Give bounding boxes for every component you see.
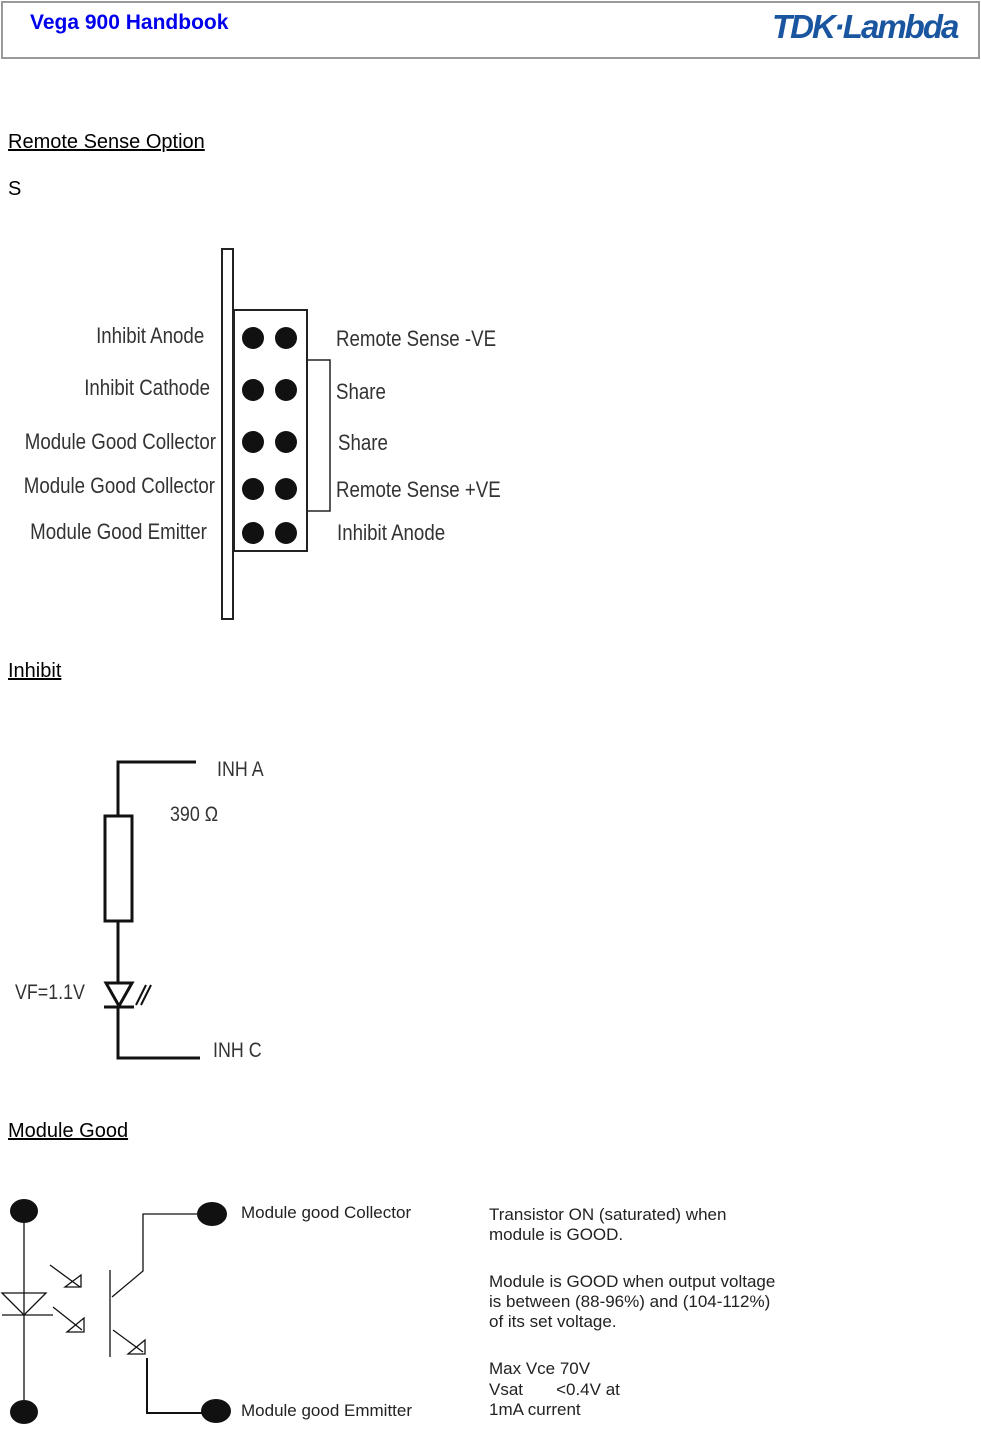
pin-label-left: Inhibit Cathode [84,375,210,400]
emitter-label: Module good Emmitter [241,1401,413,1420]
pin-label-right: Share [336,379,386,404]
module-good-terminals [10,1199,231,1424]
vf-label: VF=1.1V [15,981,85,1004]
pin-label-right: Remote Sense -VE [336,326,497,351]
pin-label-left: Inhibit Anode [95,323,204,348]
inhibit-heading: Inhibit [8,660,62,682]
module-good-heading: Module Good [8,1120,129,1142]
pin-label-left: Module Good Emitter [30,519,207,544]
pin-label-right: Inhibit Anode [337,520,446,545]
note: Vsat <0.4V at [489,1380,620,1399]
inh-a-label: INH A [217,758,264,781]
note: Transistor ON (saturated) when [489,1205,727,1224]
note: is between (88-96%) and (104-112%) [489,1292,771,1311]
note: Module is GOOD when output voltage [489,1272,776,1291]
s-text: S [8,178,22,200]
connector-pins [242,327,297,544]
note: of its set voltage. [489,1312,617,1331]
note: Max Vce 70V [489,1359,591,1378]
inh-c-label: INH C [213,1039,262,1062]
tdk-lambda-logo: TDK·Lambda [772,8,959,45]
page-header [1,1,980,59]
note: 1mA current [489,1400,581,1419]
resistor-label: 390 Ω [170,803,219,826]
remote-sense-heading: Remote Sense Option [8,131,205,153]
pin-label-right: Remote Sense +VE [336,477,501,502]
pin-label-left: Module Good Collector [24,429,216,454]
document-title: Vega 900 Handbook [30,11,229,34]
collector-label: Module good Collector [241,1203,412,1222]
connector-diagram [221,248,331,620]
note: module is GOOD. [489,1225,624,1244]
pin-label-left: Module Good Collector [23,473,215,498]
inhibit-circuit [103,760,200,1060]
pin-label-right: Share [338,430,388,455]
module-good-circuit [0,1211,215,1414]
